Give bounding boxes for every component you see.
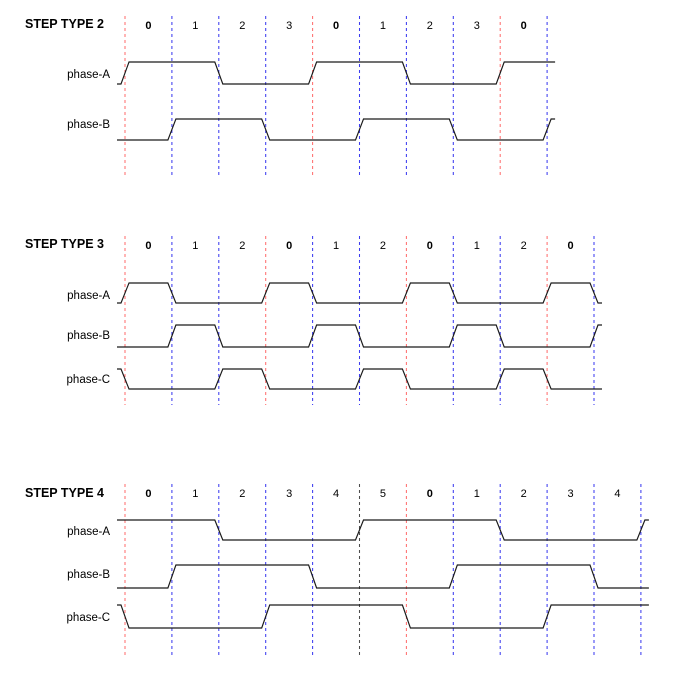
section-step-type-2: STEP TYPE 2 0 1 2 3 0 1 2 3 0 phase-A phase-B — [25, 16, 556, 177]
step-number-label: 1 — [474, 488, 480, 500]
step-number-label: 3 — [567, 488, 573, 500]
step-number-label: 1 — [192, 488, 198, 500]
step-number-label: 2 — [521, 488, 527, 500]
step-number-label: 0 — [145, 20, 151, 32]
step-number-label: 2 — [521, 240, 527, 252]
phase-label-phase-C: phase-C — [67, 612, 110, 624]
step-number-label: 3 — [474, 20, 480, 32]
step-number-label: 2 — [239, 488, 245, 500]
phase-label-phase-A: phase-A — [67, 290, 110, 302]
phase-label-phase-A: phase-A — [67, 526, 110, 538]
waveform-phase-A — [117, 519, 649, 541]
step-number-label: 0 — [333, 20, 339, 32]
waveform-phase-C — [117, 604, 649, 629]
step-number-label: 0 — [427, 240, 433, 252]
section-title: STEP TYPE 2 — [25, 17, 104, 31]
waveform-phase-B — [117, 324, 602, 348]
waveform-phase-A — [117, 61, 556, 85]
step-number-label: 0 — [286, 240, 292, 252]
section-title: STEP TYPE 4 — [25, 486, 104, 500]
step-number-label: 0 — [145, 488, 151, 500]
step-number-label: 1 — [474, 240, 480, 252]
waveform-phase-A — [117, 282, 602, 304]
section-step-type-4: STEP TYPE 4 0 1 2 3 4 5 0 1 2 3 4 phase-A phase-B phas… — [25, 484, 649, 655]
step-number-label: 2 — [380, 240, 386, 252]
step-number-label: 1 — [333, 240, 339, 252]
step-number-label: 0 — [427, 488, 433, 500]
phase-label-phase-B: phase-B — [67, 119, 110, 131]
step-number-label: 5 — [380, 488, 386, 500]
phase-label-phase-C: phase-C — [67, 374, 110, 386]
waveform-phase-B — [117, 564, 649, 589]
waveform-phase-C — [117, 368, 602, 390]
step-number-label: 2 — [239, 240, 245, 252]
section-title: STEP TYPE 3 — [25, 237, 104, 251]
step-number-label: 1 — [192, 240, 198, 252]
step-number-label: 4 — [614, 488, 620, 500]
step-number-label: 3 — [286, 20, 292, 32]
section-step-type-3: STEP TYPE 3 0 1 2 0 1 2 0 1 2 0 phase-A phase-B phase… — [25, 236, 602, 405]
step-number-label: 0 — [145, 240, 151, 252]
step-number-label: 0 — [521, 20, 527, 32]
step-number-label: 1 — [380, 20, 386, 32]
step-number-label: 2 — [427, 20, 433, 32]
waveform-phase-B — [117, 118, 556, 141]
step-number-label: 1 — [192, 20, 198, 32]
phase-label-phase-B: phase-B — [67, 330, 110, 342]
step-number-label: 0 — [567, 240, 573, 252]
phase-label-phase-B: phase-B — [67, 569, 110, 581]
step-number-label: 3 — [286, 488, 292, 500]
step-number-label: 2 — [239, 20, 245, 32]
step-number-label: 4 — [333, 488, 339, 500]
phase-label-phase-A: phase-A — [67, 69, 110, 81]
